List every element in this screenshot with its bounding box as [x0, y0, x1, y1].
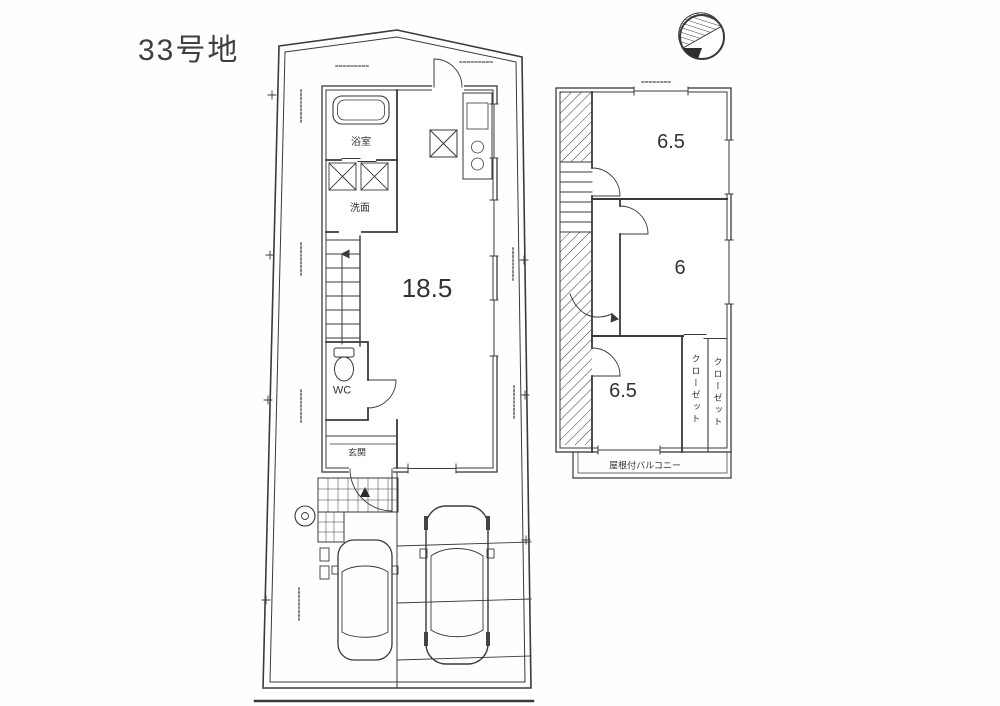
- meter-boxes: [319, 547, 330, 580]
- entrance-door-arc: [349, 464, 393, 512]
- plot-boundary: [253, 29, 535, 703]
- closet-label: クローゼット: [712, 357, 723, 429]
- utility-circle-icon: [294, 505, 316, 527]
- bath-sliding-door: [341, 157, 377, 163]
- balcony-outline: [572, 451, 732, 479]
- room-label-2f-top: 6.5: [657, 131, 685, 153]
- wc-door-arc: [367, 379, 397, 409]
- door-arc: [591, 167, 621, 197]
- door-arc: [591, 347, 621, 377]
- right-wall-windows: [489, 103, 499, 357]
- car-icon: [331, 539, 399, 661]
- hatch-area: [559, 92, 593, 445]
- bathtub-icon: [332, 95, 390, 125]
- room-label-wc: WC: [332, 384, 352, 397]
- closet-sliding-door: [683, 333, 727, 339]
- stairs-2f: [559, 171, 619, 323]
- floor2-plan: [555, 86, 734, 479]
- compass-icon: [678, 12, 725, 60]
- dimension-annotations: [298, 61, 671, 621]
- entrance-step: [325, 435, 398, 445]
- lot-title: 33号地: [138, 34, 240, 67]
- floor-hatch-icon: [429, 129, 458, 158]
- room-label-washroom: 洗面: [350, 203, 370, 214]
- room-label-living: 18.5: [401, 273, 453, 303]
- room-label-2f-bottom: 6.5: [609, 380, 637, 402]
- car-icon: [419, 505, 495, 665]
- washer-icon: [328, 162, 389, 191]
- closet-label: クローゼット: [690, 354, 701, 426]
- room-label-entrance: 玄関: [347, 447, 367, 458]
- boundary-markers: [261, 90, 531, 605]
- porch-tiles: [317, 477, 399, 543]
- room-label-2f-middle: 6: [674, 257, 686, 279]
- balcony-label: 屋根付バルコニー: [609, 460, 681, 471]
- windows-2f: [597, 86, 734, 455]
- back-door: [432, 58, 464, 92]
- parking-lines: [396, 471, 532, 689]
- door-arc: [619, 205, 649, 235]
- room-label-bath: 浴室: [351, 137, 371, 148]
- entrance-marker-icon: [360, 487, 370, 497]
- toilet-icon: [333, 347, 355, 382]
- floor1-plan: [294, 58, 532, 689]
- kitchen-counter-icon: [462, 92, 493, 180]
- stairs-1f: [325, 239, 361, 345]
- interior-walls-2f: [591, 91, 728, 453]
- garden-window: [407, 463, 457, 474]
